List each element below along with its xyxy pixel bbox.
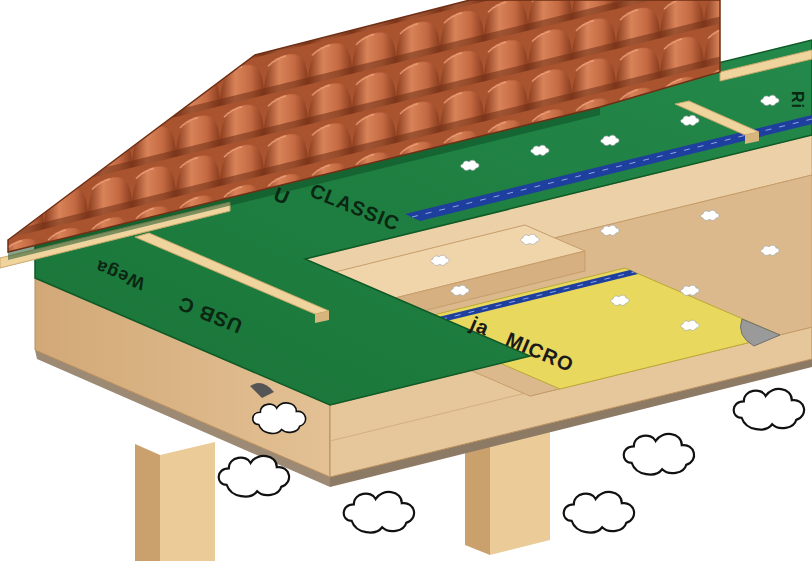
vapour-cloud <box>344 492 414 533</box>
membrane-print: MICRO <box>503 329 577 375</box>
fibre-blob <box>611 295 629 305</box>
membrane-print: CLASSIC <box>307 180 402 234</box>
vapour-cloud <box>564 492 634 533</box>
tape-print <box>414 272 634 326</box>
counter-batten-end <box>315 311 329 323</box>
vapour-cloud <box>253 403 306 433</box>
membrane-corner <box>250 383 274 398</box>
vapour-cloud <box>219 456 289 497</box>
fibre-blob <box>461 160 479 170</box>
fibre-blob <box>601 225 619 235</box>
fibre-blob <box>761 245 779 255</box>
counter-batten <box>675 101 759 135</box>
fibre-blob <box>681 320 699 330</box>
membrane-print: Wega <box>93 257 148 293</box>
fibre-blob <box>521 234 539 244</box>
roof-tiles <box>8 0 720 252</box>
rafter-front <box>160 442 215 561</box>
membrane-print: USB C <box>175 293 245 337</box>
tile-batten <box>720 50 812 81</box>
membrane-curl <box>741 319 781 346</box>
vapour-cloud <box>624 434 694 475</box>
vapour-cloud <box>734 389 804 430</box>
fibre-blob <box>531 145 549 155</box>
fibre-blob <box>601 135 619 145</box>
fibre-blob <box>701 210 719 220</box>
counter-batten <box>135 233 329 314</box>
membrane-print: ja <box>467 313 492 339</box>
membrane-print: U <box>271 184 293 208</box>
fibre-blob <box>681 115 699 125</box>
fibre-blob <box>431 255 449 265</box>
fibre-blob <box>451 285 469 295</box>
fibre-blob <box>681 285 699 295</box>
counter-batten-end <box>745 132 759 144</box>
membrane-print: Ri <box>789 91 805 109</box>
rafter-side <box>135 444 160 561</box>
fibre-blob <box>761 95 779 105</box>
